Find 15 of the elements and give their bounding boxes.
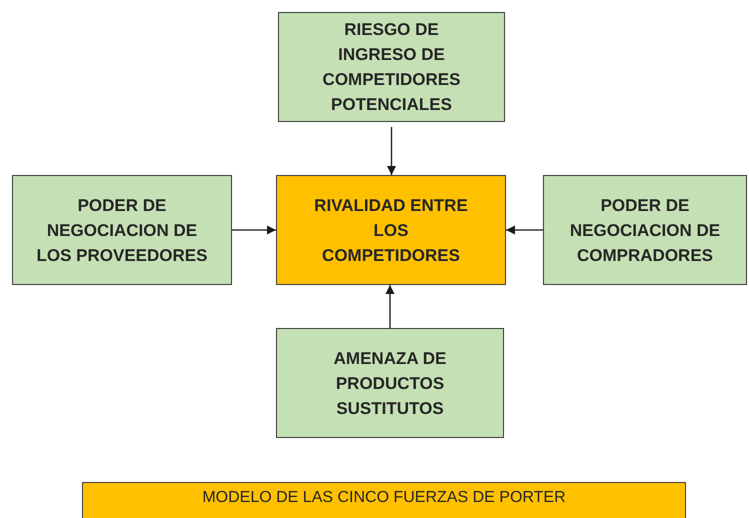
force-label: PODER DE NEGOCIACION DE LOS PROVEEDORES	[36, 194, 208, 266]
force-label: RIVALIDAD ENTRE LOS COMPETIDORES	[313, 194, 469, 266]
arrow	[385, 285, 395, 328]
arrow	[386, 127, 396, 175]
caption-banner: MODELO DE LAS CINCO FUERZAS DE PORTER	[82, 482, 686, 518]
force-label: RIESGO DE INGRESO DE COMPETIDORES POTENCIALES	[322, 19, 462, 116]
arrow	[232, 225, 276, 235]
force-box	[276, 328, 504, 438]
force-box	[12, 175, 232, 285]
force-label: PODER DE NEGOCIACION DE COMPRADORES	[568, 194, 722, 266]
arrow	[506, 225, 543, 235]
force-box	[278, 12, 505, 122]
force-label: AMENAZA DE PRODUCTOS SUSTITUTOS	[332, 348, 448, 420]
central-force-box	[276, 175, 506, 285]
force-box	[543, 175, 747, 285]
